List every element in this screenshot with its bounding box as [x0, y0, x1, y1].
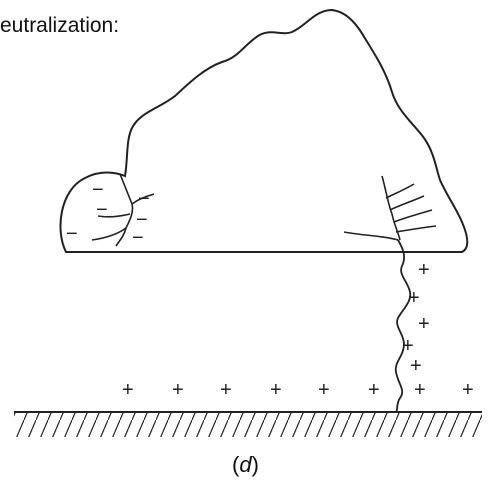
- cloud-channels-right: [343, 175, 437, 241]
- cloud-negative-charges: − − − − − −: [66, 179, 150, 249]
- figure-sublabel: (d): [0, 452, 491, 478]
- partial-heading-text: eutralization:: [0, 14, 120, 37]
- stroke-positive-charges: + + + + +: [402, 259, 430, 377]
- negative-charge: −: [136, 209, 148, 231]
- lightning-stroke: [394, 239, 412, 413]
- ground-hatching: [14, 413, 482, 437]
- sublabel-open-paren: (: [232, 452, 240, 477]
- positive-charge: +: [318, 379, 330, 401]
- positive-charge: +: [402, 335, 414, 357]
- negative-charge: −: [132, 227, 144, 249]
- positive-charge: +: [368, 379, 380, 401]
- cloud-outline: [59, 8, 469, 253]
- positive-charge: +: [414, 379, 426, 401]
- positive-charge: +: [408, 287, 420, 309]
- negative-charge: −: [92, 179, 104, 201]
- positive-charge: +: [270, 379, 282, 401]
- ground-positive-charges: + + + + + + + +: [122, 379, 474, 401]
- positive-charge: +: [410, 355, 422, 377]
- positive-charge: +: [418, 313, 430, 335]
- positive-charge: +: [462, 379, 474, 401]
- sublabel-close-paren: ): [251, 452, 259, 477]
- positive-charge: +: [220, 379, 232, 401]
- negative-charge: −: [138, 188, 150, 210]
- negative-charge: −: [96, 199, 108, 221]
- negative-charge: −: [66, 223, 78, 245]
- positive-charge: +: [418, 259, 430, 281]
- positive-charge: +: [172, 379, 184, 401]
- cloud-channels-left: [91, 173, 155, 247]
- positive-charge: +: [122, 379, 134, 401]
- sublabel-letter: d: [239, 452, 252, 477]
